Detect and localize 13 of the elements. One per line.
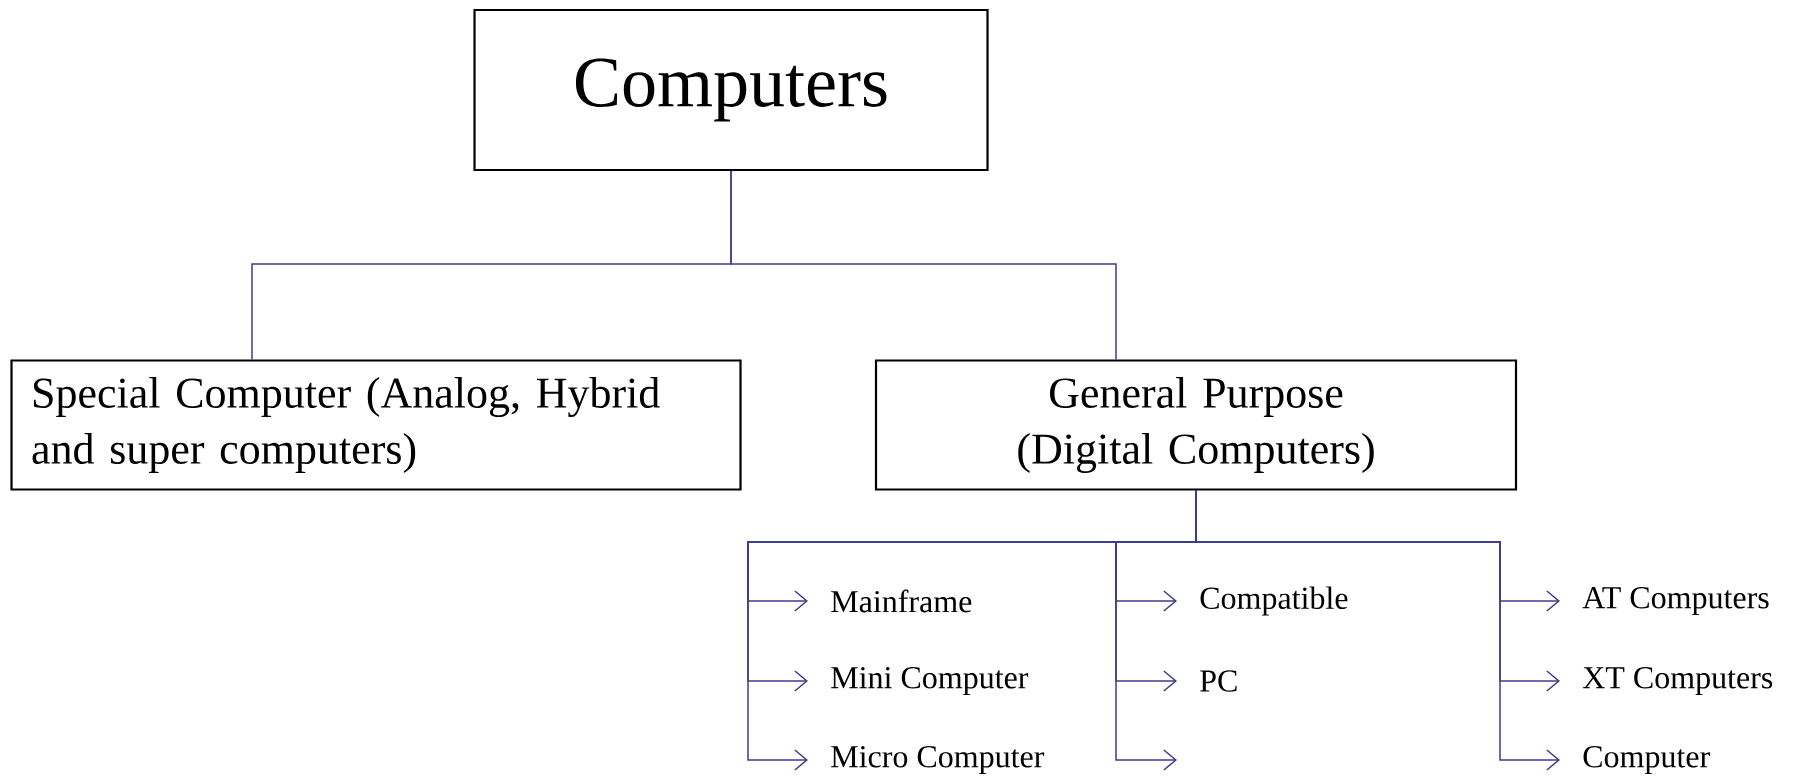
item-label: AT Computers: [1582, 587, 1769, 615]
item-label: Micro Computer: [831, 746, 1045, 774]
item-label: Mini Computer: [831, 667, 1029, 695]
item-label: Computer: [1583, 746, 1710, 774]
connector: [730, 170, 1117, 361]
title-box: Computers: [473, 8, 989, 172]
category-box: General Purpose (Digital Computers): [874, 359, 1518, 491]
item-label: Mainframe: [831, 589, 972, 613]
item-label: XT Computers: [1582, 667, 1773, 695]
item-label: PC: [1200, 670, 1237, 692]
item-label: Compatible: [1200, 586, 1348, 616]
category-box: Special Computer (Analog, Hybrid and super computers): [10, 359, 742, 491]
connector: [1195, 489, 1560, 771]
